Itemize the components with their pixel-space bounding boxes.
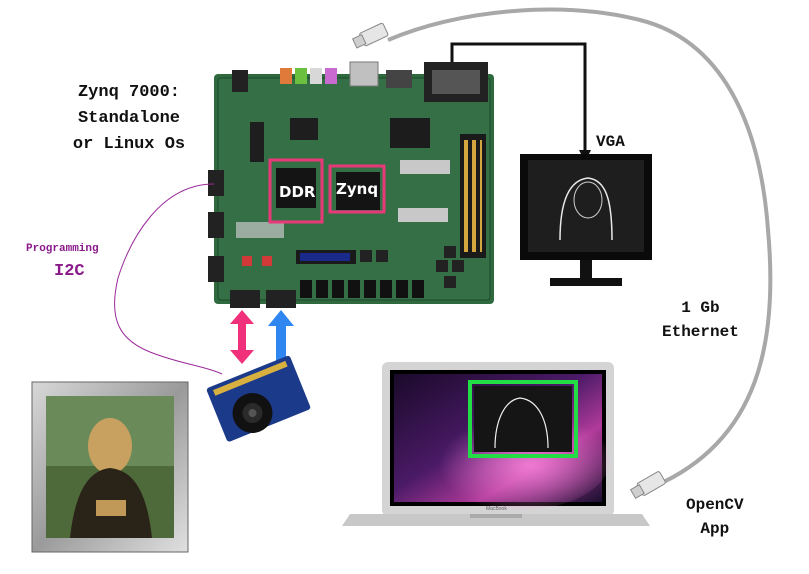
camera-data-arrow [268, 310, 294, 366]
app-line-1: OpenCV [686, 496, 744, 514]
ethernet-plug-top [351, 22, 389, 49]
programming-wire [114, 183, 223, 375]
laptop-app-highlight [468, 380, 578, 458]
app-line-2: App [700, 520, 730, 538]
ethernet-cable [387, 7, 773, 488]
ddr-highlight [268, 158, 324, 224]
vga-monitor [520, 154, 652, 286]
i2c-label: I2C [54, 262, 85, 281]
title-line-2: Standalone [77, 109, 181, 128]
platform-title: Zynq 7000: Standalone or Linux Os [44, 80, 214, 158]
mona-lisa-frame [31, 381, 189, 553]
vga-cable [450, 42, 587, 158]
laptop-brand: MacBook [486, 506, 507, 512]
ethernet-line-2: Ethernet [662, 323, 739, 341]
zynq-label: Zynq [336, 180, 379, 198]
title-line-3: or Linux Os [72, 135, 186, 154]
zynq-highlight [328, 164, 386, 214]
ethernet-plug-bottom [629, 471, 666, 500]
zedboard [208, 61, 494, 308]
ethernet-label: 1 Gb Ethernet [662, 296, 739, 344]
macbook [342, 362, 650, 526]
title-line-1: Zynq 7000: [77, 83, 181, 102]
opencv-app-label: OpenCV App [686, 493, 744, 541]
ethernet-line-1: 1 Gb [681, 299, 720, 317]
ddr-label: DDR [279, 183, 316, 201]
camera-module [206, 355, 311, 442]
i2c-arrow [230, 310, 254, 364]
programming-label: Programming [26, 243, 99, 255]
vga-label: VGA [596, 133, 625, 151]
